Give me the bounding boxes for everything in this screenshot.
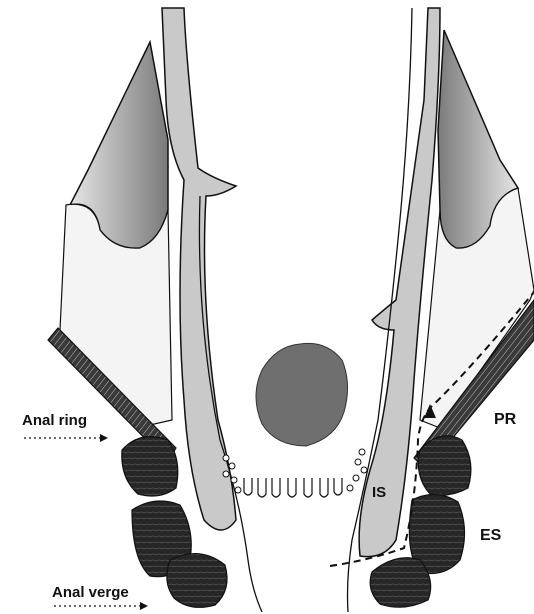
- left-external-sphincter-lower: [167, 554, 227, 608]
- anal-ring-label: Anal ring: [22, 412, 87, 429]
- anal-ring-arrowhead: [100, 434, 108, 442]
- anal-verge-label: Anal verge: [52, 584, 129, 601]
- right-external-sphincter-upper: [418, 436, 471, 495]
- lumen-mass: [256, 343, 348, 446]
- right-external-sphincter-lower: [370, 558, 430, 607]
- pr-label: PR: [494, 411, 516, 429]
- anal-verge-arrowhead: [140, 602, 148, 610]
- left-external-sphincter-upper: [122, 437, 178, 496]
- is-label: IS: [372, 484, 386, 501]
- anal-columns: [244, 478, 342, 497]
- es-label: ES: [480, 527, 501, 545]
